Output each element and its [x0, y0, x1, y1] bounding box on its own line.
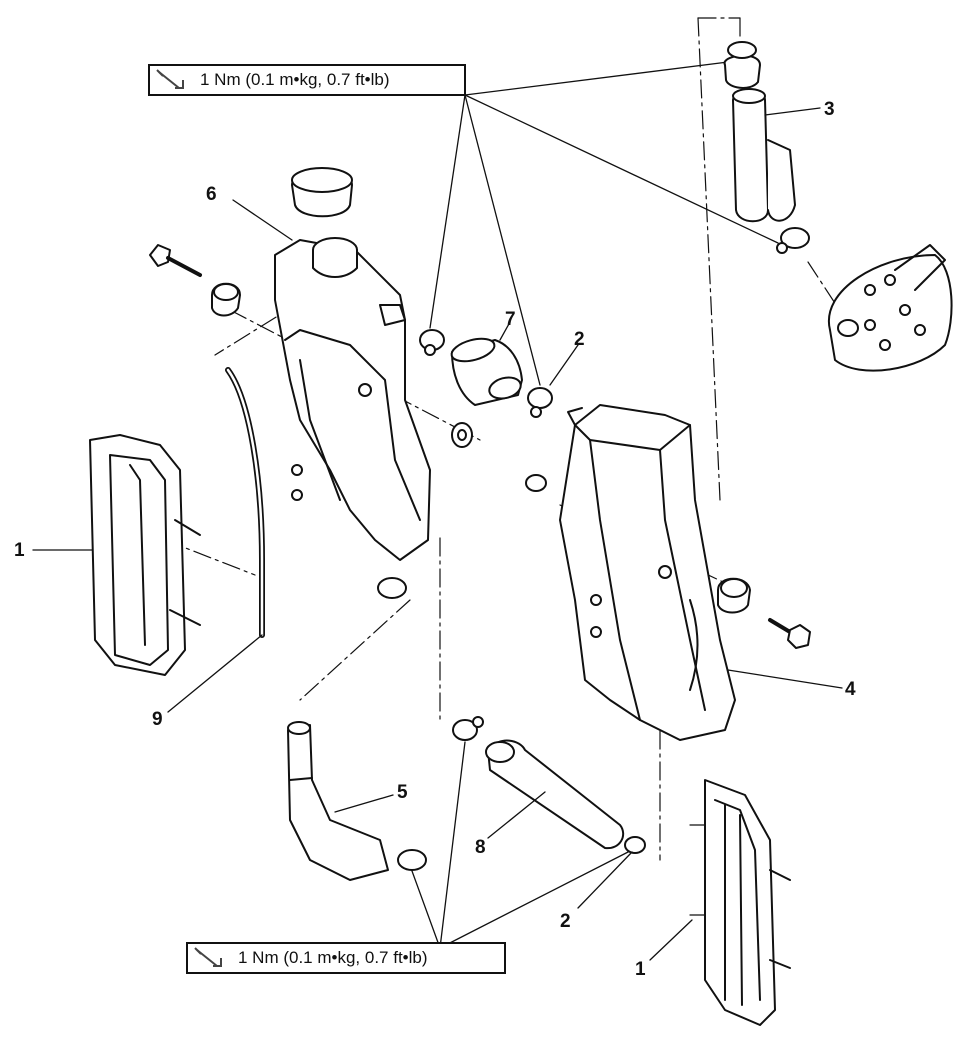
part-number-1: 1 — [635, 959, 646, 980]
part-number-5: 5 — [397, 782, 408, 803]
part-1-left-guard — [89, 434, 201, 676]
leader-2-top — [549, 344, 579, 386]
part-8-lower-hose — [485, 739, 625, 850]
leader-4 — [727, 669, 843, 689]
cylinder-head — [827, 244, 953, 372]
part-number-3: 3 — [824, 99, 835, 120]
part-number-2: 2 — [560, 911, 571, 932]
part-5-lower-hose — [287, 721, 389, 881]
torque-spec-text: 1 Nm (0.1 m•kg, 0.7 ft•lb) — [238, 948, 428, 967]
torque-spec-text: 1 Nm (0.1 m•kg, 0.7 ft•lb) — [200, 70, 390, 89]
bottom-callout-leaders — [407, 741, 633, 949]
torque-callout-bottom: 1 Nm (0.1 m•kg, 0.7 ft•lb) — [186, 942, 506, 974]
leader-8 — [487, 791, 546, 839]
part-number-9: 9 — [152, 709, 163, 730]
part-6-left-radiator — [274, 167, 431, 561]
part-number-1: 1 — [14, 540, 25, 561]
part-number-7: 7 — [505, 309, 516, 330]
leader-5 — [334, 794, 394, 813]
hose-clamps-lower — [377, 577, 646, 871]
leader-7 — [499, 321, 511, 341]
leader-6 — [232, 199, 293, 241]
hose-clamps-upper — [419, 227, 810, 418]
part-3-upper-hose — [723, 41, 796, 223]
torque-callout-top: 1 Nm (0.1 m•kg, 0.7 ft•lb) — [148, 64, 466, 96]
part-number-8: 8 — [475, 837, 486, 858]
torque-wrench-icon — [150, 66, 190, 94]
part-7-short-hose — [450, 337, 523, 406]
part-4-right-radiator — [559, 404, 736, 741]
leader-9 — [167, 634, 263, 713]
part-9-overflow-tube — [225, 367, 265, 638]
torque-wrench-icon — [188, 944, 228, 972]
part-1-right-guard — [704, 779, 791, 1026]
leader-2-bottom — [577, 851, 633, 909]
top-callout-leaders — [429, 61, 779, 386]
part-number-4: 4 — [845, 679, 856, 700]
part-number-6: 6 — [206, 184, 217, 205]
left-bolt-hardware — [149, 244, 473, 448]
leader-1-right — [649, 919, 693, 961]
part-number-2: 2 — [574, 329, 585, 350]
leader-3 — [764, 107, 821, 116]
right-bolt-hardware — [525, 474, 811, 649]
